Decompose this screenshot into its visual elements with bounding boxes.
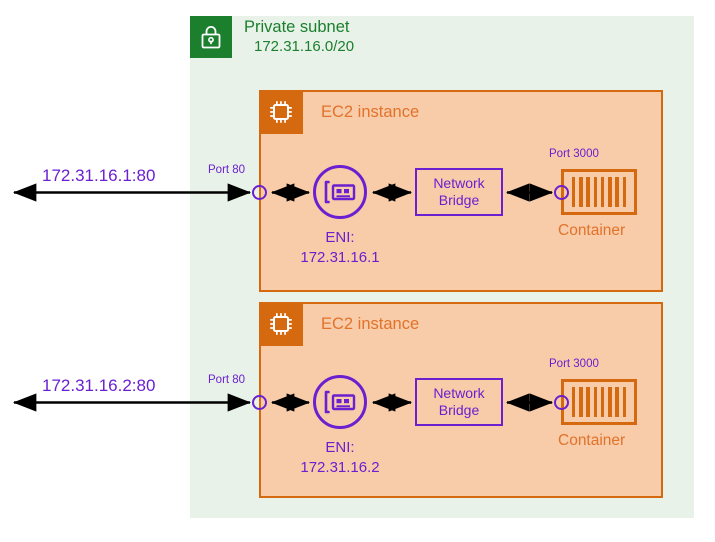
eni-label-line1-1: ENI:: [325, 229, 355, 246]
network-bridge-box-1: Network Bridge: [415, 168, 503, 216]
container-bar: [608, 387, 612, 417]
external-endpoint-1: 172.31.16.1:80: [42, 166, 156, 185]
container-bar: [615, 177, 619, 207]
ec2-header-1: EC2 instance: [259, 90, 419, 134]
container-bar: [586, 387, 590, 417]
private-subnet-cidr: 172.31.16.0/20: [254, 37, 355, 55]
container-bar: [571, 177, 576, 207]
container-bar: [600, 177, 605, 207]
container-port-label-2: Port 3000: [549, 358, 599, 370]
container-port-dot-2: [554, 395, 569, 410]
container-bar: [579, 177, 583, 207]
container-label-1: Container: [558, 222, 626, 239]
container-label-2: Container: [558, 432, 626, 449]
bridge-line1-2: Network: [433, 384, 485, 401]
container-bar: [579, 387, 583, 417]
container-bar: [593, 177, 598, 207]
container-bar: [615, 387, 619, 417]
eni-label-1: ENI: 172.31.16.1: [280, 228, 400, 267]
container-bar: [586, 177, 590, 207]
container-bar: [600, 387, 605, 417]
ingress-port-label-1: Port 80: [208, 164, 246, 176]
eni-label-2: ENI: 172.31.16.2: [280, 438, 400, 477]
eni-port-dot-2: [252, 395, 267, 410]
ec2-title-2: EC2 instance: [321, 314, 420, 333]
bridge-line2-1: Bridge: [438, 192, 480, 208]
lock-icon: [190, 16, 232, 58]
network-bridge-box-2: Network Bridge: [415, 378, 503, 426]
private-subnet-title: Private subnet: [244, 18, 350, 36]
container-bar: [593, 387, 598, 417]
external-endpoint-2: 172.31.16.2:80: [42, 376, 156, 395]
eni-label-line2-2: 172.31.16.2: [300, 458, 380, 476]
private-subnet-labels: Private subnet 172.31.16.0/20: [244, 17, 354, 57]
container-bar: [608, 177, 612, 207]
eni-port-dot-1: [252, 185, 267, 200]
ec2-header-2: EC2 instance: [259, 302, 419, 346]
bridge-line2-2: Bridge: [438, 402, 480, 418]
ec2-title-1: EC2 instance: [321, 102, 420, 121]
network-interface-icon: [313, 165, 367, 219]
eni-label-line2-1: 172.31.16.1: [300, 248, 380, 266]
ingress-port-label-2: Port 80: [208, 374, 246, 386]
container-box-2: [561, 379, 637, 425]
container-box-1: [561, 169, 637, 215]
container-bar: [622, 387, 627, 417]
eni-label-line1-2: ENI:: [325, 439, 355, 456]
container-port-label-1: Port 3000: [549, 148, 599, 160]
bridge-line1-1: Network: [433, 174, 485, 191]
private-subnet-header: Private subnet 172.31.16.0/20: [190, 16, 354, 58]
container-port-dot-1: [554, 185, 569, 200]
cpu-chip-icon: [259, 302, 303, 346]
container-bar: [571, 387, 576, 417]
container-bar: [622, 177, 627, 207]
cpu-chip-icon: [259, 90, 303, 134]
network-interface-icon: [313, 375, 367, 429]
